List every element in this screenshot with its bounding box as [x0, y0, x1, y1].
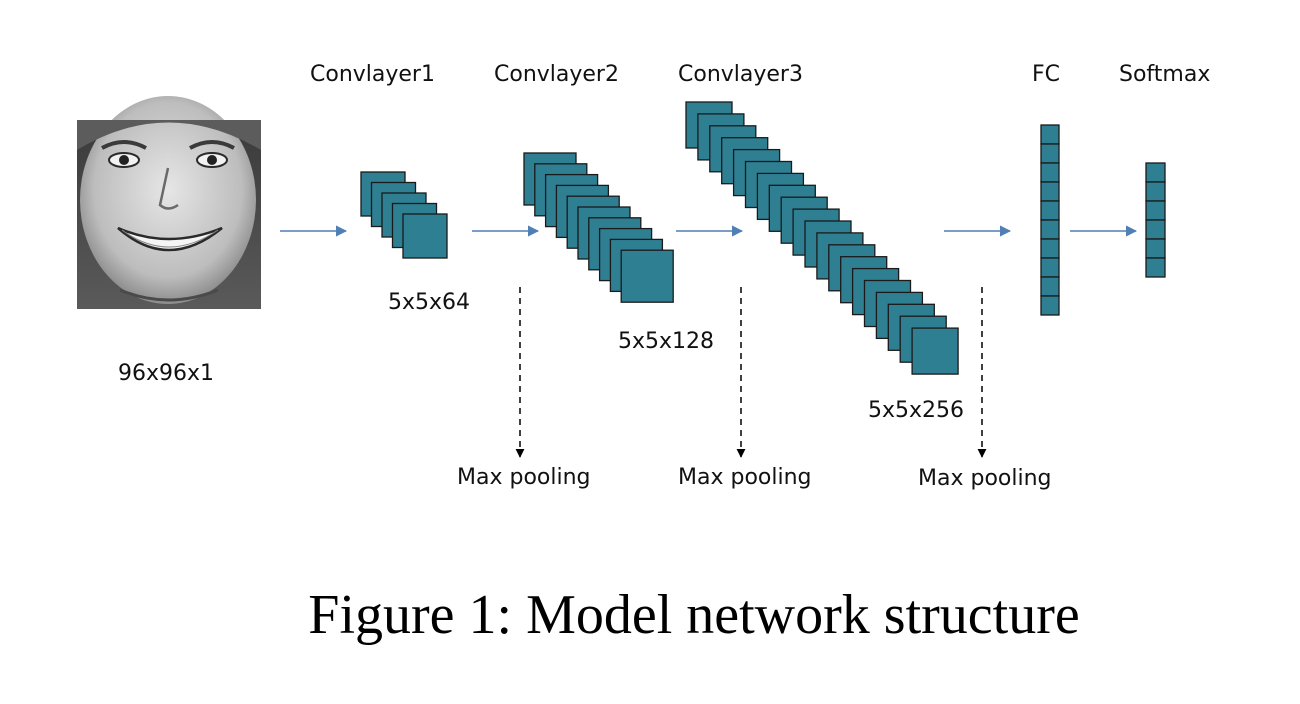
softmax-layer-cells: [1145, 162, 1166, 278]
neuron-cell: [1145, 238, 1166, 259]
feature-map: [402, 213, 448, 259]
neuron-cell: [1145, 219, 1166, 240]
neuron-cell: [1040, 238, 1060, 259]
fc-title: FC: [1032, 62, 1060, 87]
neuron-cell: [1040, 124, 1060, 145]
neuron-cell: [1145, 257, 1166, 278]
neuron-cell: [1040, 257, 1060, 278]
pool2-label: Max pooling: [678, 465, 812, 490]
neuron-cell: [1040, 276, 1060, 297]
convlayer2-feature-maps: [523, 152, 674, 303]
softmax-title: Softmax: [1119, 62, 1210, 87]
feature-map: [911, 327, 959, 375]
pool3-label: Max pooling: [918, 466, 1052, 491]
neuron-cell: [1145, 200, 1166, 221]
neuron-cell: [1040, 200, 1060, 221]
convlayer3-feature-maps: [685, 101, 959, 375]
neuron-cell: [1145, 181, 1166, 202]
neuron-cell: [1040, 181, 1060, 202]
neuron-cell: [1040, 219, 1060, 240]
neuron-cell: [1040, 295, 1060, 316]
convlayer2-output-label: 5x5x128: [618, 329, 714, 354]
convlayer1-feature-maps: [360, 171, 448, 259]
convlayer1-output-label: 5x5x64: [388, 290, 470, 315]
neuron-cell: [1145, 162, 1166, 183]
neuron-cell: [1040, 143, 1060, 164]
fc-layer-cells: [1040, 124, 1060, 316]
neuron-cell: [1040, 162, 1060, 183]
pool1-label: Max pooling: [457, 465, 591, 490]
input-face-image: [77, 96, 261, 309]
input-size-label: 96x96x1: [118, 361, 214, 386]
convlayer3-output-label: 5x5x256: [868, 398, 964, 423]
convlayer1-title: Convlayer1: [310, 62, 435, 87]
convlayer3-title: Convlayer3: [678, 62, 803, 87]
figure-caption: Figure 1: Model network structure: [308, 584, 1079, 646]
convlayer2-title: Convlayer2: [494, 62, 619, 87]
feature-map: [620, 249, 674, 303]
